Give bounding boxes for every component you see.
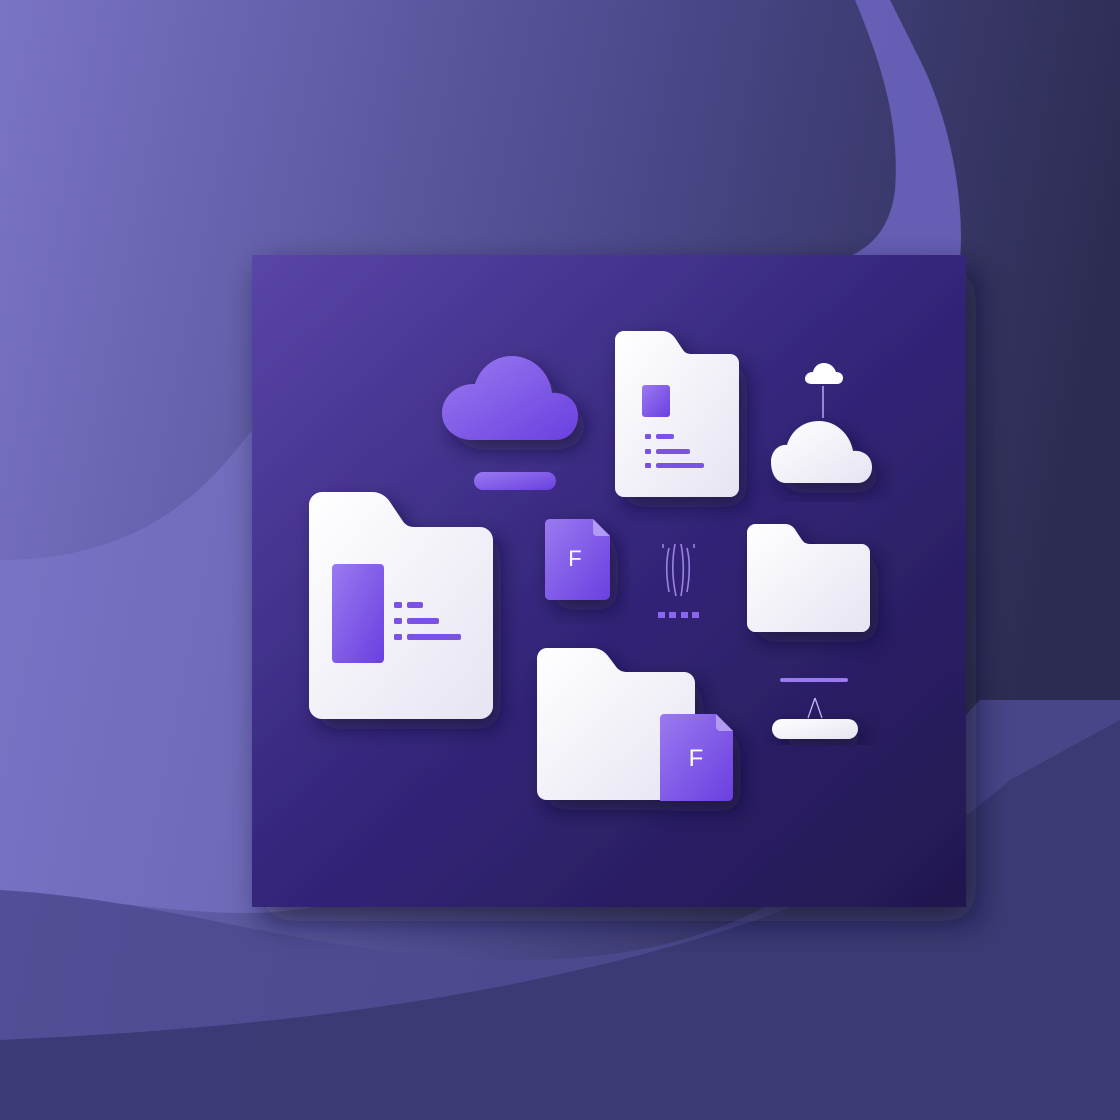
cloud-icon: [442, 356, 578, 440]
folder-file-f-letter: F: [689, 745, 704, 772]
slider-bar-icon: [772, 678, 858, 739]
folder-icon: [747, 524, 870, 632]
file-f-icon: F: [545, 519, 610, 600]
document-folder-icon: [615, 331, 739, 497]
top-right-ribbon: [840, 0, 961, 260]
dotted-bar: [658, 612, 699, 618]
small-cloud-icon: [805, 363, 843, 418]
violet-slider-bar: [474, 472, 556, 490]
folder-with-file-icon: F: [537, 648, 733, 801]
bottom-wave-dark: [0, 720, 1120, 1120]
file-f-letter: F: [568, 546, 581, 571]
connector-lines-icon: [662, 543, 695, 597]
large-folder-icon: [309, 492, 493, 719]
white-cloud-icon: [771, 421, 872, 483]
